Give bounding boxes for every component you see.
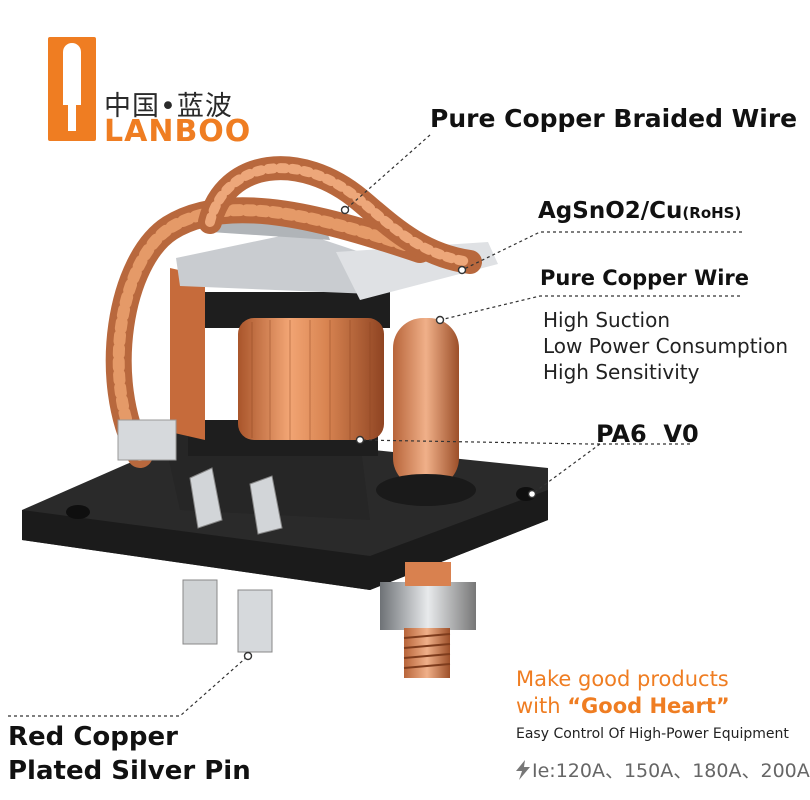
slogan-line1: Make good products — [516, 667, 729, 691]
brand-name-cn: 中国•蓝波 — [104, 91, 233, 122]
callout-housing: PA6 V0 — [596, 420, 699, 448]
callout-braided-wire: Pure Copper Braided Wire — [430, 104, 798, 133]
callout-pin: Red Copper Plated Silver Pin — [8, 720, 251, 788]
copper-post — [376, 318, 476, 506]
feature-item: High Sensitivity — [543, 360, 700, 384]
wire-clamp — [117, 419, 177, 461]
lightning-bolt-icon — [516, 760, 530, 780]
pin-line1: Red Copper — [8, 722, 178, 752]
copper-coil — [238, 318, 384, 440]
pin-line2: Plated Silver Pin — [8, 756, 251, 786]
rating-text: Ie:120A、150A、180A、200A — [532, 760, 810, 782]
control-tagline: Easy Control Of High-Power Equipment — [516, 726, 789, 742]
contact-material-text: AgSnO2/Cu — [538, 198, 683, 224]
braided-wires — [105, 156, 482, 468]
bottom-terminals — [182, 562, 476, 678]
callout-copper-wire: Pure Copper Wire — [540, 266, 750, 290]
brand-logo-mark — [48, 37, 96, 141]
brand-name-en: LANBOO — [104, 114, 252, 149]
copper-bracket — [170, 268, 205, 440]
slogan-emphasis: “Good Heart” — [567, 694, 730, 718]
callout-leader-lines — [8, 134, 742, 717]
callout-contact-material: AgSnO2/Cu(RoHS) — [538, 198, 741, 224]
slogan-line2: with “Good Heart” — [516, 694, 730, 718]
feature-item: High Suction — [543, 308, 671, 332]
feature-item: Low Power Consumption — [543, 334, 789, 358]
contact-note: (RoHS) — [682, 204, 742, 222]
coil-pins — [189, 467, 283, 535]
callout-dots — [243, 205, 537, 661]
current-rating: Ie:120A、150A、180A、200A — [514, 756, 810, 783]
slogan-prefix: with — [516, 694, 561, 718]
